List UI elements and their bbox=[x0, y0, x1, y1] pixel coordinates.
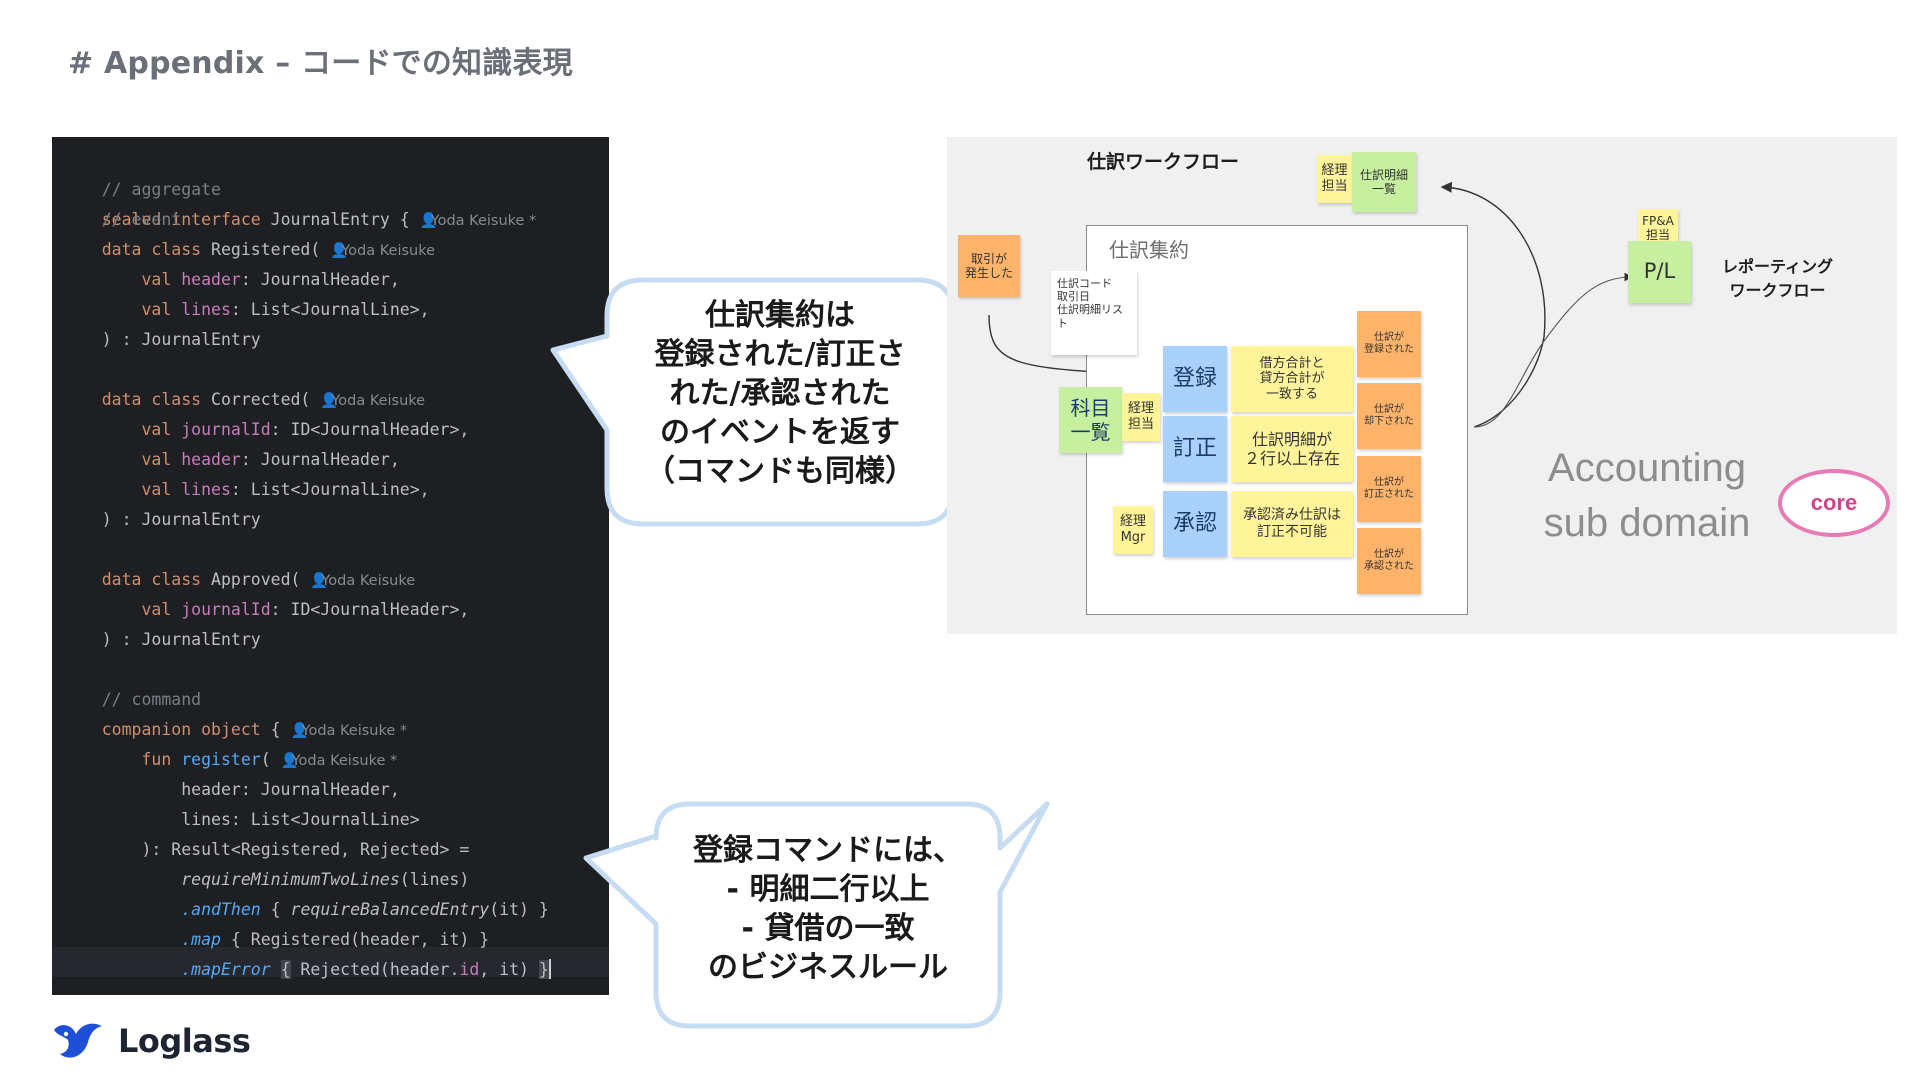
core-badge: core bbox=[1778, 469, 1890, 537]
bubble-text-line: 登録された/訂正さ bbox=[654, 337, 906, 372]
person-icon: 👤 bbox=[310, 573, 329, 589]
bubble-text-line: 仕訳集約は bbox=[705, 298, 855, 333]
sticky-command-correct: 訂正 bbox=[1163, 416, 1227, 482]
current-line-highlight bbox=[52, 947, 609, 977]
class-registered: Registered( bbox=[201, 240, 321, 259]
sticky-event-registered: 仕訳が 登録された bbox=[1357, 311, 1421, 377]
code-line: ) : JournalEntry bbox=[101, 330, 261, 349]
class-approved: Approved( bbox=[201, 570, 301, 589]
speech-bubble-events: 仕訳集約は 登録された/訂正さ れた/承認された のイベントを返す （コマンドも… bbox=[545, 272, 1020, 532]
author-annotation[interactable]: 👤Yoda Keisuke bbox=[330, 243, 435, 259]
bubble-text-line: - 明細二行以上 bbox=[726, 872, 930, 907]
sticky-input-data: 仕訳コード 取引日 仕訳明細リス ト bbox=[1051, 271, 1137, 355]
code-line: fun register( 👤Yoda Keisuke * bbox=[62, 745, 397, 775]
keyword: data class bbox=[101, 240, 202, 259]
matched-brace: { bbox=[280, 960, 291, 979]
sticky-rule-balance: 借方合計と 貸方合計が 一致する bbox=[1231, 346, 1353, 412]
code-line: val journalId: ID<JournalHeader>, bbox=[141, 600, 470, 619]
workflow-diagram: 仕訳ワークフロー 仕訳集約 経理 担当 仕訳明細 一覧 FP&A 担当 P/L … bbox=[947, 137, 1897, 634]
subdomain-line: sub domain bbox=[1543, 501, 1751, 545]
reporting-workflow-label: レポーティング ワークフロー bbox=[1721, 257, 1834, 300]
code-line: lines: List<JournalLine> bbox=[181, 810, 420, 829]
code-line: data class Registered( 👤Yoda Keisuke bbox=[62, 235, 435, 265]
bubble-text-line: - 貸借の一致 bbox=[741, 911, 915, 946]
sticky-rule-two-lines: 仕訳明細が ２行以上存在 bbox=[1231, 416, 1353, 482]
author-annotation[interactable]: 👤Yoda Keisuke bbox=[320, 393, 425, 409]
code-editor[interactable]: // aggregate sealed interface JournalEnt… bbox=[52, 137, 609, 995]
sticky-event-rejected: 仕訳が 却下された bbox=[1357, 383, 1421, 449]
code-line: // aggregate bbox=[62, 145, 221, 199]
code-line: .andThen { requireBalancedEntry(it) } bbox=[181, 900, 549, 919]
code-line: header: JournalHeader, bbox=[181, 780, 400, 799]
diagram-title: 仕訳ワークフロー bbox=[1087, 151, 1240, 173]
sticky-event-approved: 仕訳が 承認された bbox=[1357, 528, 1421, 594]
speech-bubble-rules: 登録コマンドには、 - 明細二行以上 - 貸借の一致 のビジネスルール bbox=[580, 796, 1055, 1036]
code-line: ) : JournalEntry bbox=[101, 510, 261, 529]
bubble-text-line: のイベントを返す bbox=[660, 415, 900, 450]
code-line: val journalId: ID<JournalHeader>, bbox=[141, 420, 470, 439]
code-line: val header: JournalHeader, bbox=[141, 450, 400, 469]
property-header: header bbox=[181, 270, 241, 289]
comment-aggregate: // aggregate bbox=[101, 180, 221, 199]
bubble-text-line: のビジネスルール bbox=[708, 950, 948, 985]
subdomain-line: Accounting bbox=[1548, 446, 1746, 490]
author-annotation[interactable]: 👤Yoda Keisuke * bbox=[420, 213, 537, 229]
sticky-pl: P/L bbox=[1628, 241, 1691, 303]
code-line: requireMinimumTwoLines(lines) bbox=[181, 870, 470, 889]
slide-title: # Appendix – コードでの知識表現 bbox=[68, 46, 573, 81]
code-line: companion object { 👤Yoda Keisuke * bbox=[62, 715, 407, 745]
code-line: ): Result<Registered, Rejected> = bbox=[141, 840, 470, 859]
text-caret bbox=[548, 959, 551, 979]
logo-text: Loglass bbox=[118, 1022, 251, 1060]
sticky-accountant-top: 経理 担当 bbox=[1317, 155, 1352, 203]
bubble-text-line: れた/承認された bbox=[669, 376, 891, 411]
sticky-command-approve: 承認 bbox=[1163, 491, 1227, 557]
author-annotation[interactable]: 👤Yoda Keisuke * bbox=[281, 753, 398, 769]
person-icon: 👤 bbox=[290, 723, 309, 739]
sticky-fpa: FP&A 担当 bbox=[1638, 209, 1678, 247]
code-line: val lines: List<JournalLine>, bbox=[141, 480, 430, 499]
code-line: data class Approved( 👤Yoda Keisuke bbox=[62, 565, 415, 595]
loglass-logo: Loglass bbox=[50, 1018, 251, 1064]
bubble-text-line: （コマンドも同様） bbox=[645, 454, 915, 489]
matched-brace: } bbox=[538, 960, 549, 979]
code-line: // event bbox=[62, 205, 181, 235]
comment-command: // command bbox=[101, 690, 202, 709]
class-corrected: Corrected( bbox=[201, 390, 311, 409]
code-line: .mapError { Rejected(header.id, it) } bbox=[181, 959, 551, 979]
comment-event: // event bbox=[101, 210, 182, 229]
sticky-accounting-manager: 経理 Mgr bbox=[1113, 506, 1153, 554]
person-icon: 👤 bbox=[419, 213, 438, 229]
sticky-accountant-mid: 経理 担当 bbox=[1122, 393, 1160, 441]
interface-name: JournalEntry { bbox=[260, 210, 410, 229]
subdomain-label: Accounting sub domain bbox=[1532, 441, 1762, 551]
author-annotation[interactable]: 👤Yoda Keisuke bbox=[310, 573, 415, 589]
code-line: ) : JournalEntry bbox=[101, 630, 261, 649]
author-annotation[interactable]: 👤Yoda Keisuke * bbox=[291, 723, 408, 739]
loglass-logo-icon bbox=[54, 1023, 102, 1058]
property-lines: lines bbox=[181, 300, 231, 319]
person-icon: 👤 bbox=[330, 243, 349, 259]
code-line: val lines: List<JournalLine>, bbox=[141, 300, 430, 319]
aggregate-label: 仕訳集約 bbox=[1109, 238, 1189, 262]
person-icon: 👤 bbox=[320, 393, 339, 409]
sticky-journal-lines-list: 仕訳明細 一覧 bbox=[1352, 152, 1416, 212]
sticky-transaction-occurred: 取引が 発生した bbox=[958, 235, 1020, 297]
code-line: val header: JournalHeader, bbox=[141, 270, 400, 289]
sticky-rule-approved-immutable: 承認済み仕訳は 訂正不可能 bbox=[1231, 491, 1353, 557]
keyword: sealed interface bbox=[101, 210, 261, 229]
sticky-event-corrected: 仕訳が 訂正された bbox=[1357, 456, 1421, 522]
code-line: .map { Registered(header, it) } bbox=[181, 930, 490, 949]
person-icon: 👤 bbox=[280, 753, 299, 769]
sticky-accounts-list: 科目 一覧 bbox=[1059, 387, 1122, 453]
sticky-command-register: 登録 bbox=[1163, 346, 1227, 412]
function-register: register bbox=[181, 750, 261, 769]
code-line: // command bbox=[62, 685, 201, 715]
code-line: data class Corrected( 👤Yoda Keisuke bbox=[62, 385, 425, 415]
bubble-text-line: 登録コマンドには、 bbox=[693, 833, 963, 868]
code-line: sealed interface JournalEntry { 👤Yoda Ke… bbox=[62, 175, 537, 229]
